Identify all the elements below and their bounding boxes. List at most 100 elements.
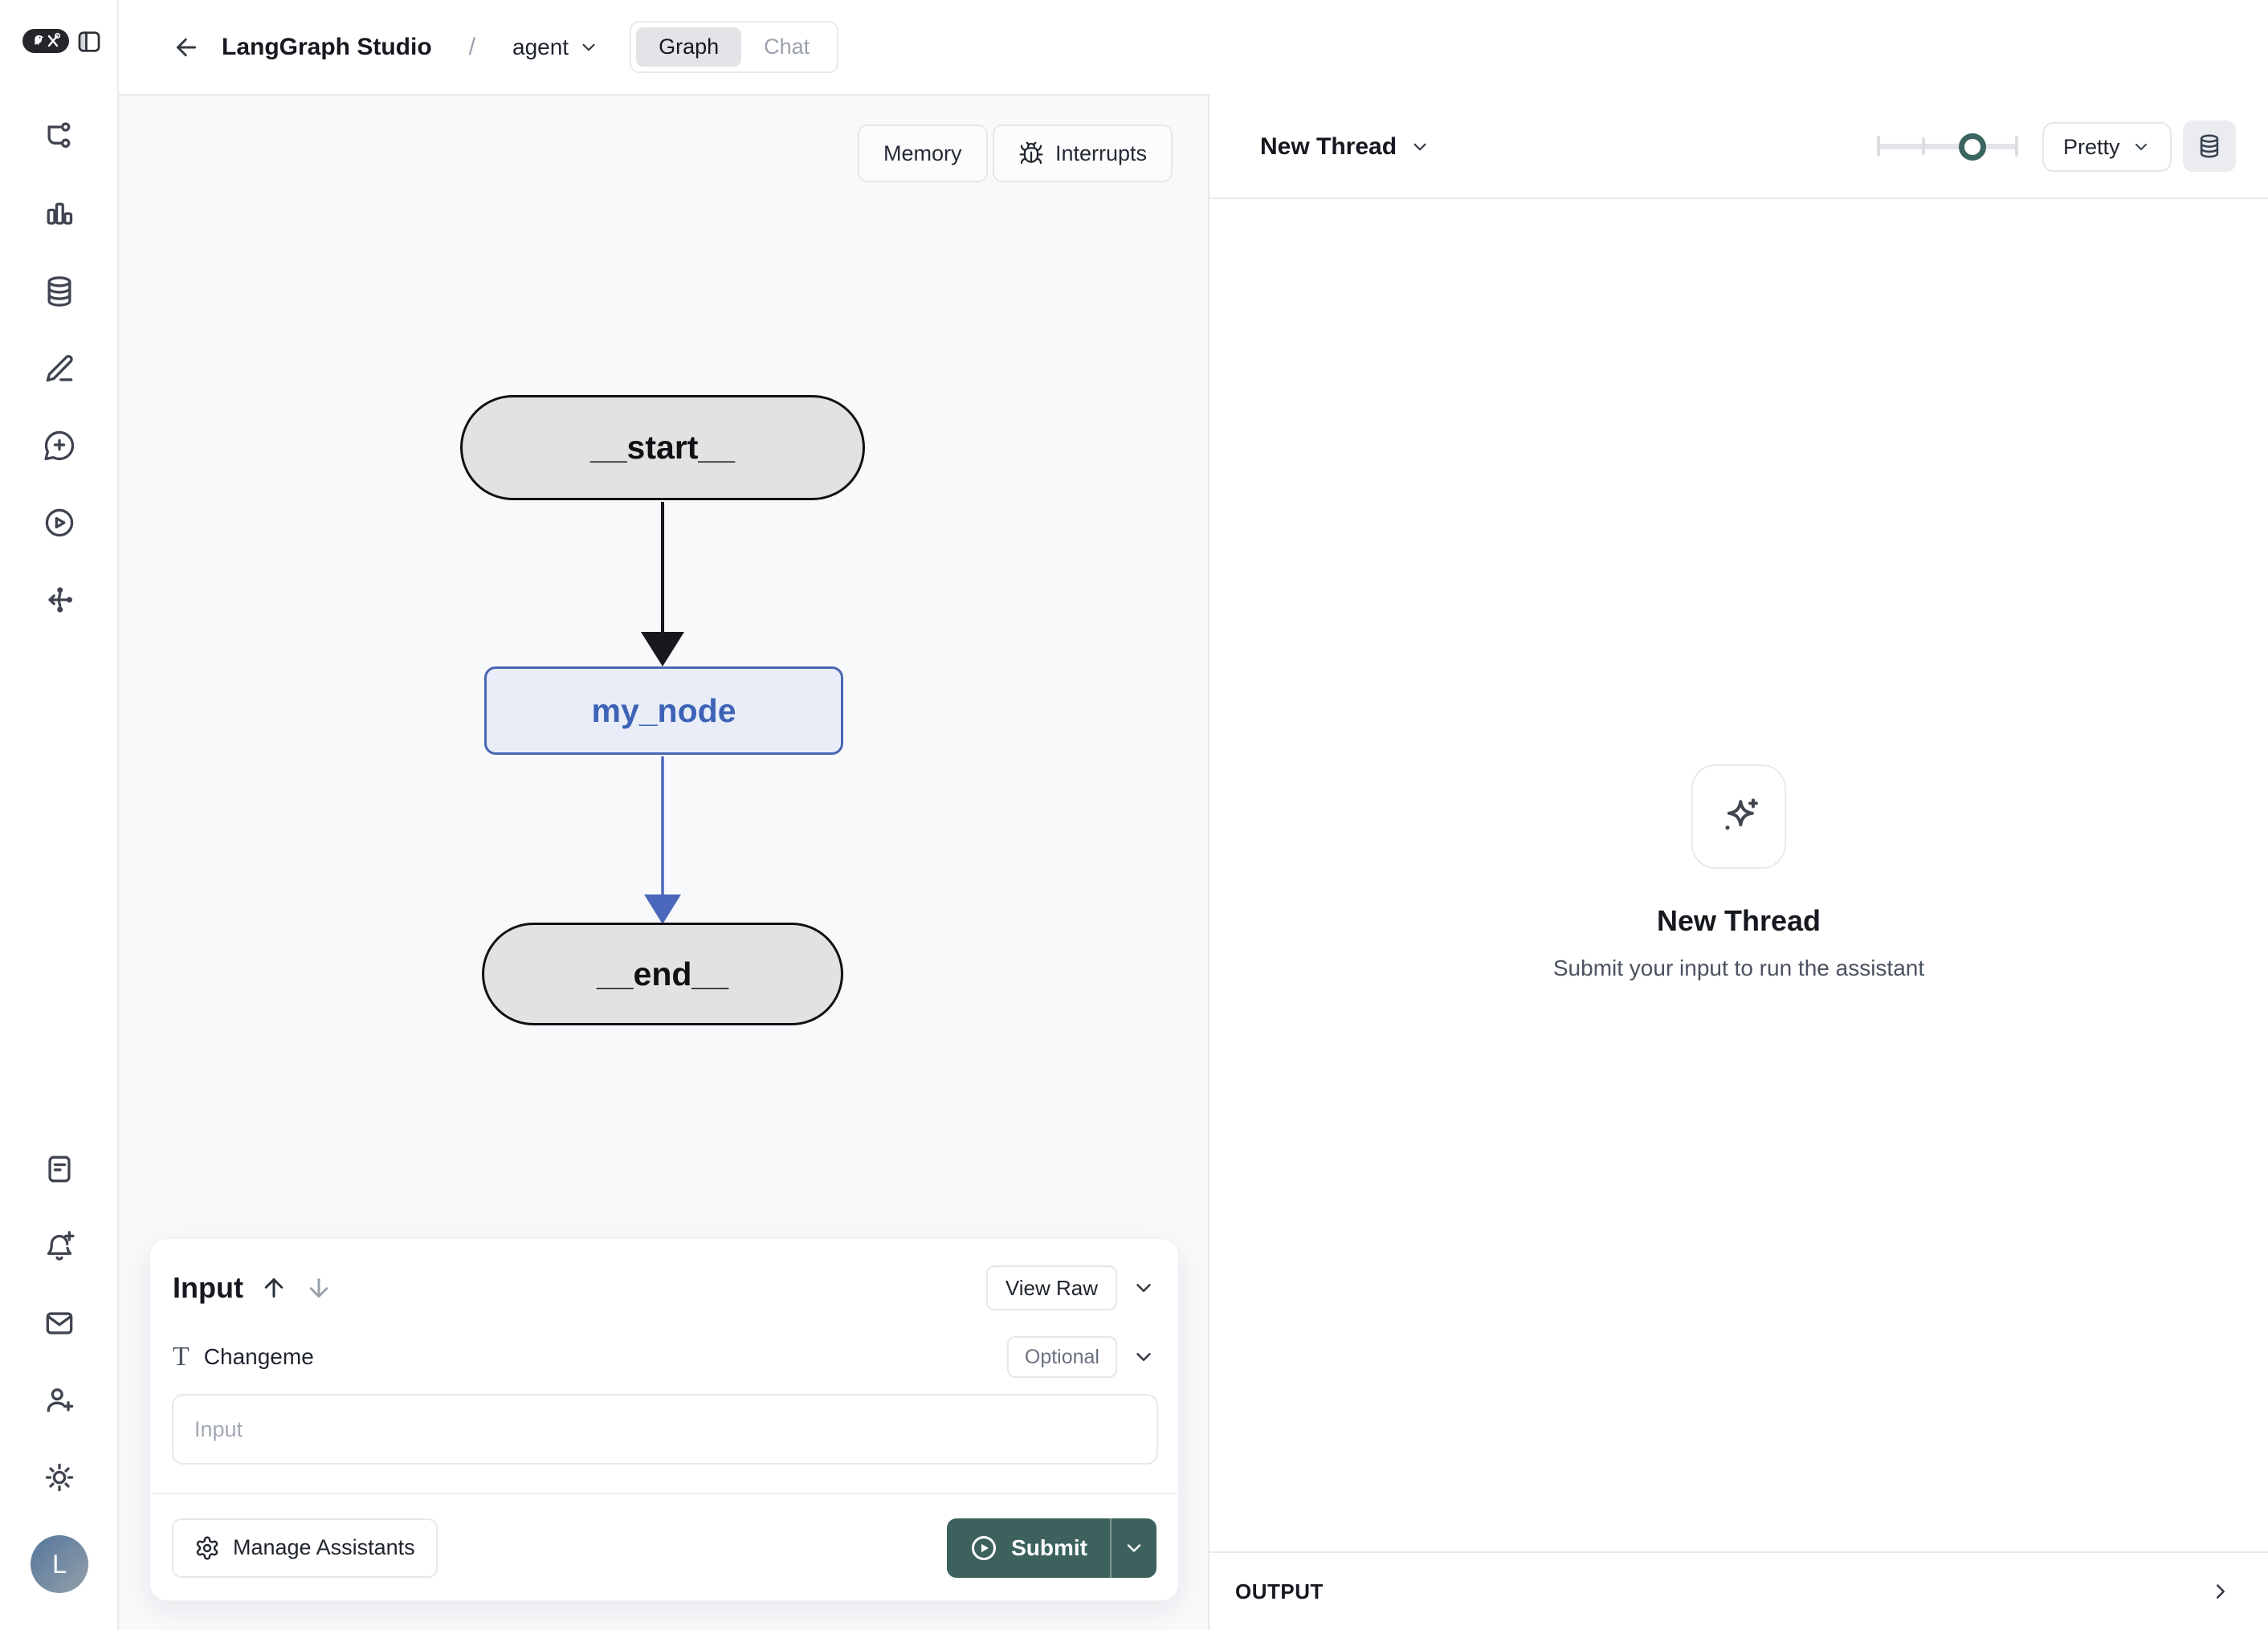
bug-icon <box>1019 141 1043 165</box>
sidebar-item-theme[interactable] <box>42 1460 77 1495</box>
sidebar-item-docs[interactable] <box>42 1151 77 1187</box>
graph-node-end[interactable]: __end__ <box>482 923 843 1025</box>
edge-mynode-to-end-arrowhead <box>644 894 681 924</box>
submit-split-button: Submit <box>947 1518 1156 1578</box>
breadcrumb-separator: / <box>468 33 475 60</box>
optional-badge: Optional <box>1006 1336 1117 1378</box>
input-panel-footer: Manage Assistants Submit <box>150 1493 1178 1601</box>
manage-assistants-button[interactable]: Manage Assistants <box>172 1518 438 1578</box>
detail-slider[interactable] <box>1877 94 2018 199</box>
graph-node-my-node[interactable]: my_node <box>484 666 843 755</box>
tab-chat[interactable]: Chat <box>764 35 810 59</box>
parrot-and-tools-icon <box>35 33 61 47</box>
empty-state-subtitle: Submit your input to run the assistant <box>1552 956 1925 980</box>
sidebar-item-annotate[interactable] <box>42 351 77 386</box>
slider-track <box>1877 144 2018 149</box>
interrupts-label: Interrupts <box>1055 141 1148 165</box>
chart-icon <box>47 202 73 225</box>
run-icon <box>45 508 74 537</box>
input-field-row: T Changeme Optional <box>173 1335 1156 1379</box>
view-raw-button[interactable]: View Raw <box>985 1265 1117 1310</box>
input-collapse-button[interactable] <box>1132 1276 1156 1300</box>
theme-icon <box>45 1463 74 1492</box>
collapse-down-button[interactable] <box>304 1273 333 1302</box>
state-view-button[interactable] <box>2183 120 2236 172</box>
input-panel: Input View Raw T Changem <box>149 1238 1179 1601</box>
sidebar-item-notifications[interactable] <box>42 1229 77 1264</box>
topbar: LangGraph Studio / agent Graph Chat <box>119 0 2268 94</box>
render-mode-select[interactable]: Pretty <box>2042 122 2172 172</box>
sidebar-item-graphs[interactable] <box>42 120 77 155</box>
sidebar-item-invite[interactable] <box>42 1383 77 1418</box>
graph-node-start[interactable]: __start__ <box>460 395 865 500</box>
tab-graph[interactable]: Graph <box>636 27 742 67</box>
empty-state-title: New Thread <box>1656 904 1821 937</box>
back-button[interactable] <box>170 31 202 63</box>
chevron-down-icon <box>1136 1353 1151 1361</box>
arrow-down-icon <box>309 1278 328 1298</box>
sparkle-icon <box>1725 798 1758 830</box>
panel-divider <box>1208 94 1209 1630</box>
sidebar-toggle-icon[interactable] <box>75 28 103 55</box>
submit-options-button[interactable] <box>1112 1518 1156 1578</box>
chevron-down-icon <box>582 43 595 51</box>
play-circle-icon <box>972 1535 997 1560</box>
render-mode-value: Pretty <box>2063 134 2120 159</box>
workflow-icon <box>47 122 71 149</box>
output-section-toggle[interactable]: OUTPUT <box>1209 1551 2268 1630</box>
database-icon <box>2200 134 2219 158</box>
memory-button[interactable]: Memory <box>858 124 988 182</box>
changeme-input[interactable] <box>172 1394 1158 1465</box>
submit-label: Submit <box>1011 1534 1087 1560</box>
graph-selector[interactable]: agent <box>512 35 599 60</box>
thread-panel: New Thread Pretty <box>1209 94 2268 1630</box>
chevron-down-icon <box>1136 1284 1151 1292</box>
user-plus-icon <box>47 1388 74 1412</box>
langchain-logo[interactable] <box>22 29 69 53</box>
sidebar-item-inbox[interactable] <box>42 1306 77 1341</box>
new-thread-icon-box <box>1691 764 1786 869</box>
sidebar-item-analytics[interactable] <box>42 197 77 232</box>
manage-assistants-label: Manage Assistants <box>233 1535 415 1559</box>
text-type-icon: T <box>173 1342 190 1371</box>
node-label: __start__ <box>589 429 736 466</box>
input-title: Input <box>173 1271 243 1304</box>
thread-empty-state: New Thread Submit your input to run the … <box>1209 764 2268 981</box>
sidebar-item-runs[interactable] <box>42 505 77 540</box>
sidebar-item-deployments[interactable] <box>42 582 77 617</box>
slider-knob[interactable] <box>1959 133 1986 161</box>
view-tabs: Graph Chat <box>630 21 839 73</box>
field-collapse-button[interactable] <box>1132 1345 1156 1369</box>
sidebar-item-datasets[interactable] <box>42 274 77 309</box>
notes-icon <box>48 1155 71 1183</box>
input-panel-header: Input View Raw <box>173 1265 1156 1311</box>
arrow-up-icon <box>264 1278 284 1298</box>
submit-button[interactable]: Submit <box>947 1518 1110 1578</box>
thread-panel-header: New Thread Pretty <box>1209 94 2268 199</box>
user-avatar[interactable]: L <box>31 1535 88 1593</box>
thread-selector[interactable]: New Thread <box>1260 94 1430 199</box>
share-icon <box>48 587 72 613</box>
arrow-left-icon <box>177 38 196 56</box>
interrupts-button[interactable]: Interrupts <box>993 124 1173 182</box>
node-label: my_node <box>591 691 736 729</box>
graph-name: agent <box>512 34 569 59</box>
chevron-right-icon <box>2217 1584 2225 1599</box>
mail-icon <box>46 1312 73 1335</box>
database-icon <box>47 276 71 307</box>
chevron-down-icon <box>2135 144 2147 150</box>
memory-label: Memory <box>883 141 962 165</box>
field-label: Changeme <box>203 1344 314 1369</box>
view-raw-label: View Raw <box>1005 1275 1098 1300</box>
thread-title: New Thread <box>1260 132 1397 160</box>
page-title: LangGraph Studio <box>222 33 432 60</box>
submit-divider <box>1110 1518 1112 1578</box>
edge-start-to-mynode-arrowhead <box>641 632 684 666</box>
collapse-up-button[interactable] <box>259 1273 288 1302</box>
graph-canvas[interactable]: Memory Interrupts __start__ my_node <box>119 94 1208 1630</box>
slider-tick-mid <box>1922 137 1925 155</box>
slider-tick-start <box>1877 136 1880 157</box>
sidebar-item-new-chat[interactable] <box>42 428 77 463</box>
output-label: OUTPUT <box>1235 1579 1324 1604</box>
